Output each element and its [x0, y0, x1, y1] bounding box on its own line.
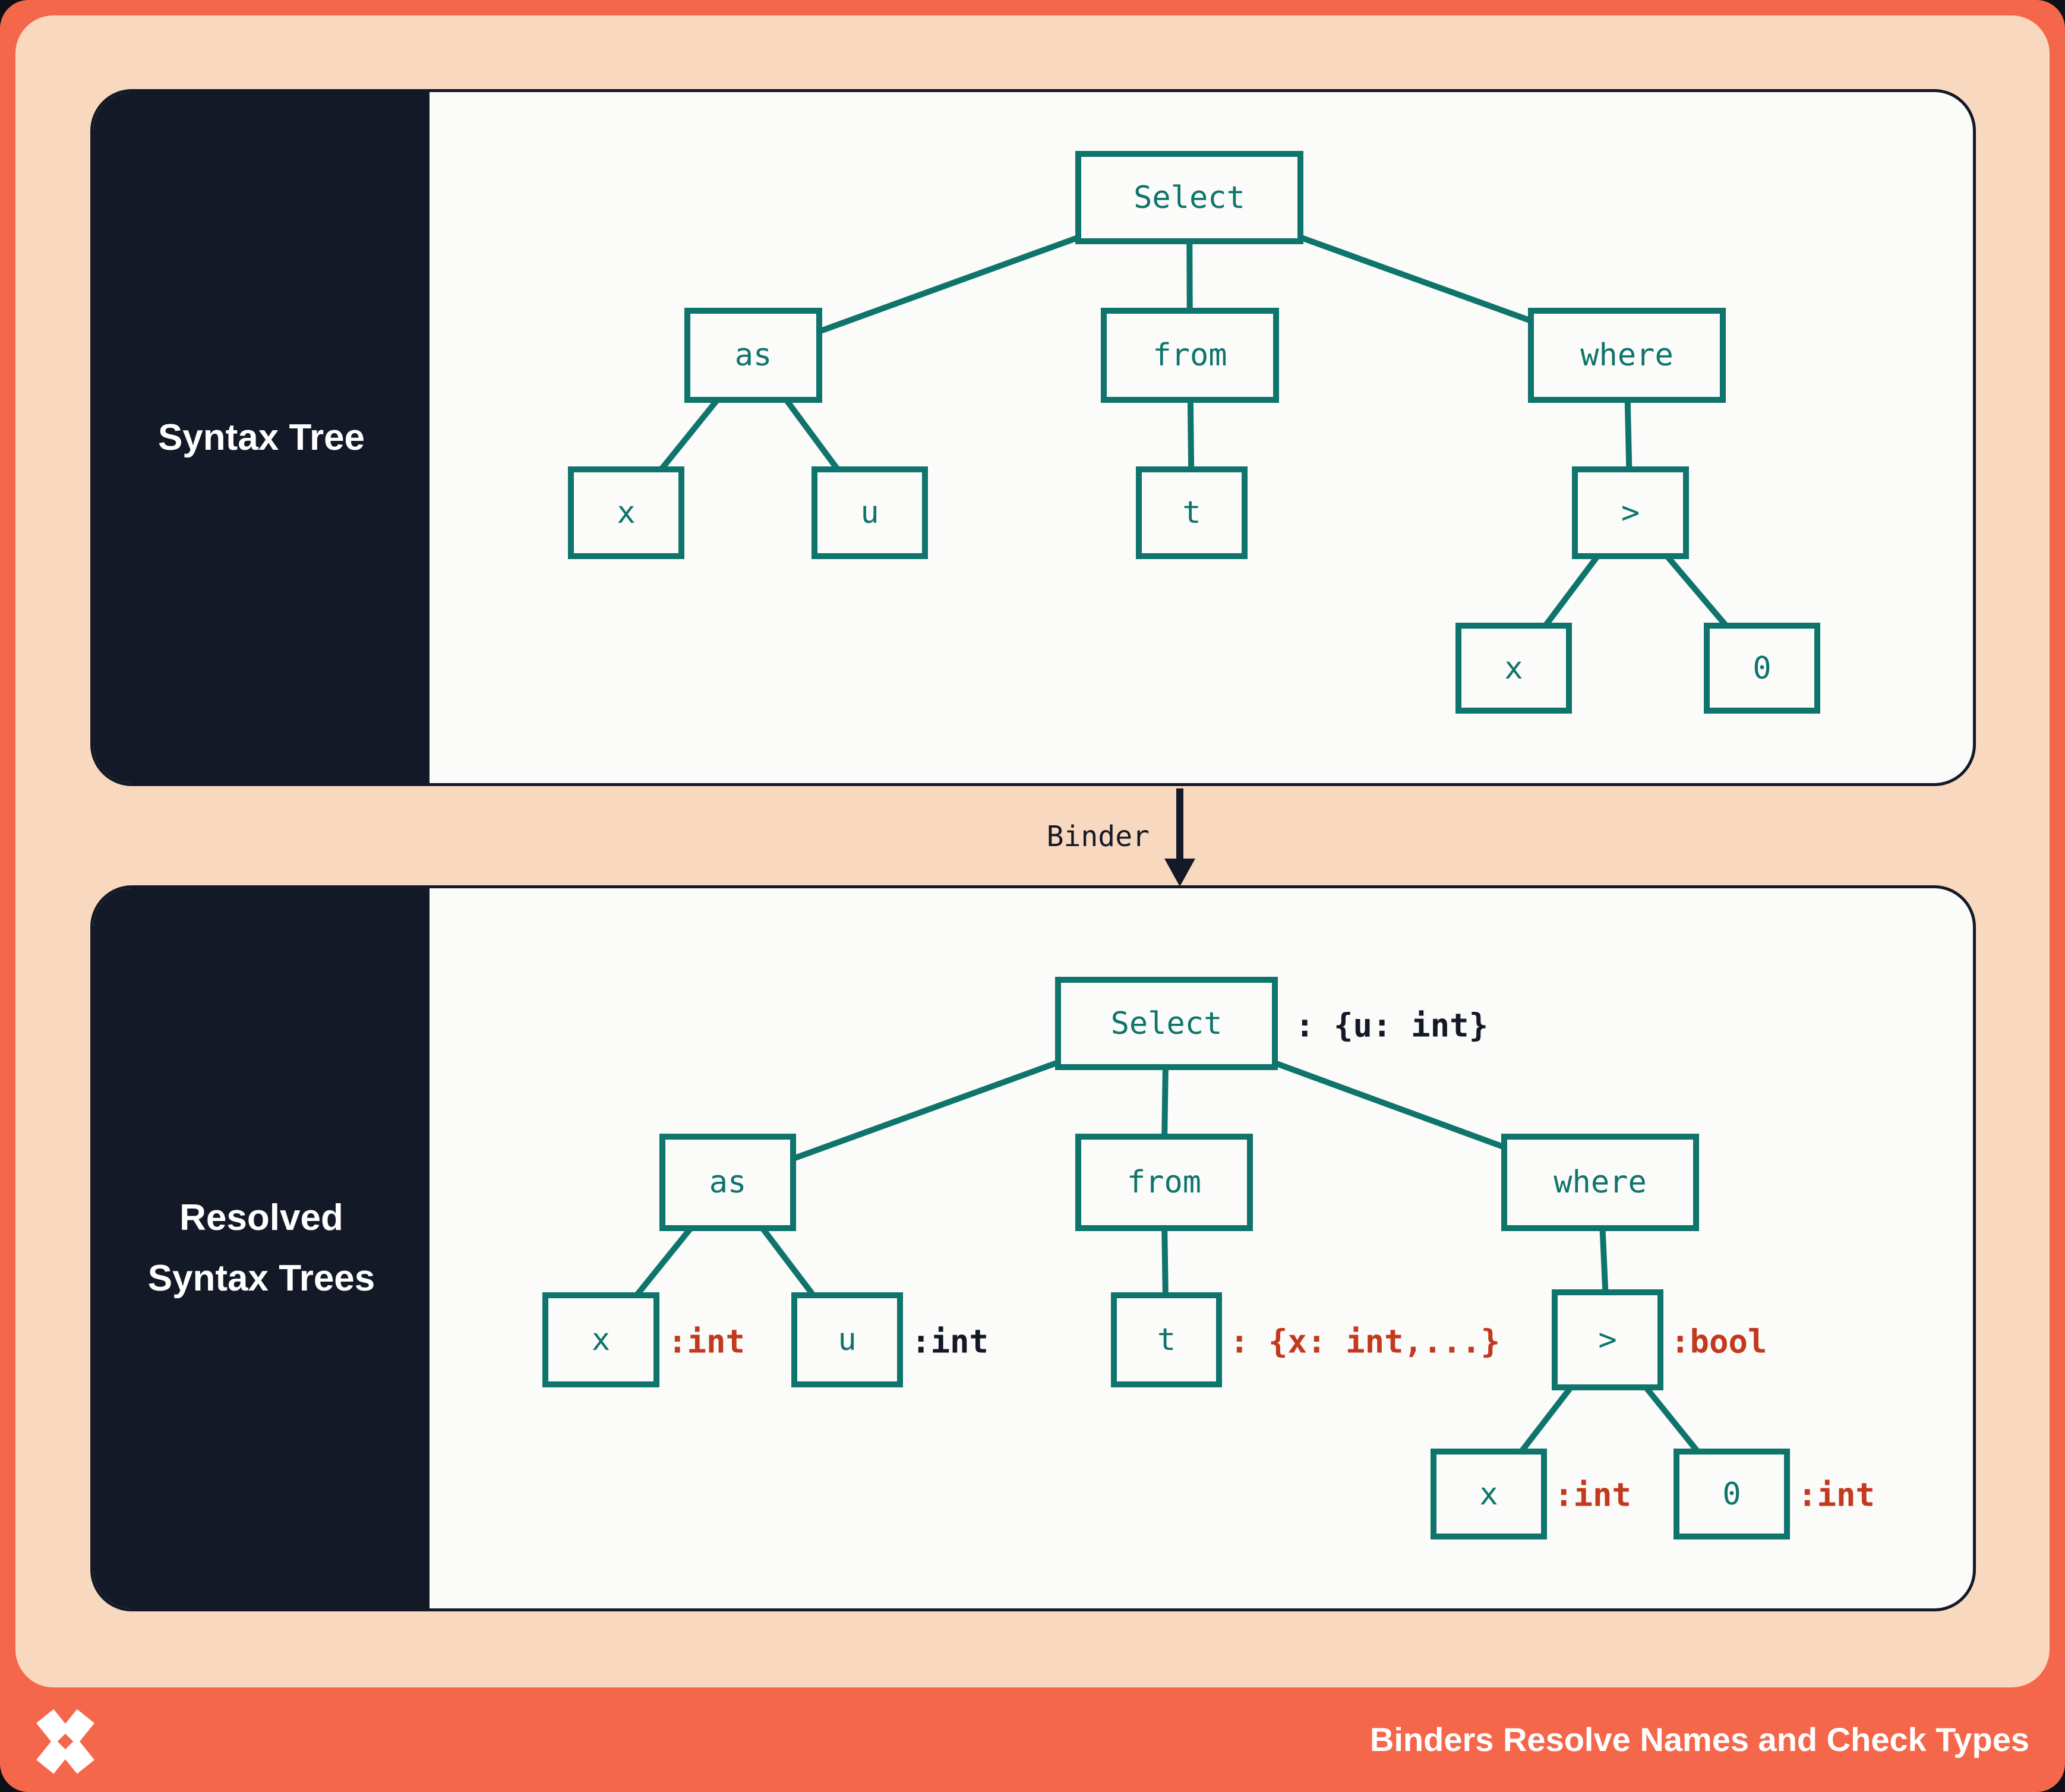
- syntax-node-zero-label: 0: [1753, 650, 1772, 686]
- syntax-node-x2-label: x: [1504, 650, 1523, 686]
- resolved-trees-panel-title-line2: Syntax Trees: [147, 1258, 375, 1299]
- resolved-node-zero-label: 0: [1722, 1476, 1741, 1512]
- resolved-node-x2: x: [1431, 1449, 1547, 1539]
- resolved-x2-type: :int: [1554, 1476, 1632, 1514]
- syntax-node-select: Select: [1075, 151, 1303, 244]
- syntax-node-x2: x: [1455, 623, 1572, 714]
- syntax-node-where-label: where: [1580, 337, 1674, 373]
- resolved-select-type: : {u: int}: [1295, 1007, 1489, 1045]
- resolved-node-t-label: t: [1157, 1322, 1176, 1358]
- resolved-t-type: : {x: int,...}: [1230, 1323, 1501, 1361]
- syntax-node-t: t: [1136, 466, 1248, 559]
- syntax-node-u: u: [812, 466, 928, 559]
- resolved-node-x1-label: x: [591, 1322, 611, 1358]
- resolved-node-u-label: u: [838, 1322, 857, 1358]
- resolved-node-x1: x: [542, 1292, 659, 1387]
- x-star-logo-icon: [36, 1709, 94, 1774]
- syntax-node-select-label: Select: [1133, 179, 1245, 216]
- syntax-node-as-label: as: [734, 337, 772, 373]
- syntax-node-u-label: u: [860, 495, 879, 531]
- resolved-node-gt: >: [1552, 1289, 1663, 1390]
- resolved-node-select: Select: [1055, 977, 1278, 1070]
- resolved-node-t: t: [1111, 1292, 1222, 1387]
- binder-label: Binder: [1046, 820, 1150, 853]
- resolved-node-from-label: from: [1126, 1165, 1202, 1200]
- resolved-node-u: u: [791, 1292, 903, 1387]
- syntax-node-x1: x: [568, 466, 684, 559]
- syntax-node-x1-label: x: [617, 495, 636, 531]
- resolved-trees-panel-title-line1: Resolved: [179, 1197, 343, 1238]
- syntax-node-gt-label: >: [1621, 495, 1640, 531]
- resolved-node-x2-label: x: [1479, 1476, 1498, 1512]
- syntax-tree-panel-title: Syntax Tree: [157, 417, 365, 458]
- syntax-node-from-label: from: [1153, 337, 1227, 373]
- resolved-gt-type: :bool: [1671, 1323, 1767, 1361]
- resolved-node-as-label: as: [709, 1165, 747, 1200]
- resolved-node-where-label: where: [1554, 1165, 1647, 1200]
- resolved-node-where: where: [1501, 1134, 1699, 1231]
- syntax-node-from: from: [1101, 308, 1279, 403]
- resolved-trees-sidebar: Resolved Syntax Trees: [93, 888, 430, 1608]
- resolved-node-select-label: Select: [1110, 1005, 1223, 1042]
- resolved-node-as: as: [659, 1134, 796, 1231]
- resolved-zero-type: :int: [1798, 1476, 1875, 1514]
- syntax-node-t-label: t: [1182, 495, 1201, 531]
- syntax-tree-panel: Syntax Tree: [90, 89, 1976, 786]
- syntax-tree-sidebar: Syntax Tree: [93, 92, 430, 783]
- syntax-node-zero: 0: [1704, 623, 1820, 714]
- resolved-node-from: from: [1075, 1134, 1253, 1231]
- syntax-node-as: as: [684, 308, 822, 403]
- resolved-node-zero: 0: [1674, 1449, 1790, 1539]
- resolved-x1-type: :int: [668, 1323, 746, 1361]
- footer-title: Binders Resolve Names and Check Types: [1369, 1721, 2029, 1758]
- syntax-node-where: where: [1528, 308, 1726, 403]
- resolved-node-gt-label: >: [1598, 1322, 1617, 1358]
- resolved-u-type: :int: [911, 1323, 989, 1361]
- syntax-node-gt: >: [1572, 466, 1689, 559]
